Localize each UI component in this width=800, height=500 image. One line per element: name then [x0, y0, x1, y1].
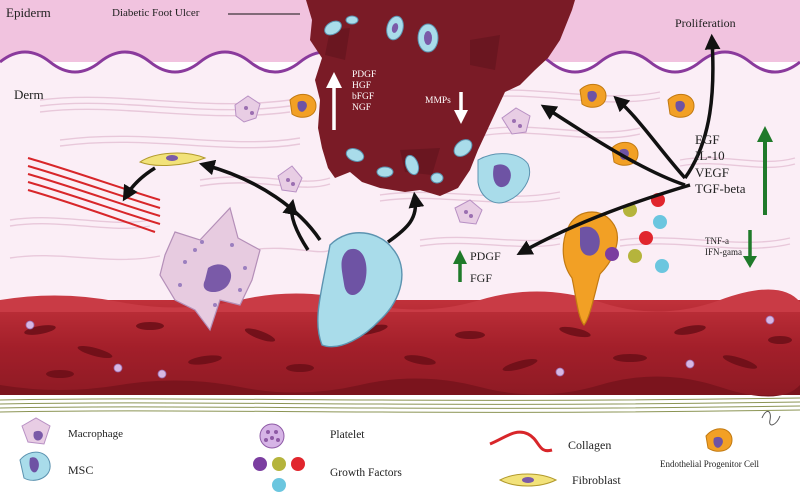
- factor-vegf: VEGF: [695, 164, 729, 180]
- fibroblast-cell: [138, 152, 207, 166]
- factor-pdgf: PDGF: [352, 70, 377, 80]
- epiderm-label: Epiderm: [6, 5, 51, 20]
- factor-hgf: HGF: [352, 80, 372, 91]
- wound-arrows: [326, 72, 468, 130]
- mmps-label: MMPs: [425, 96, 451, 106]
- wound-msc-nuclei: [391, 23, 432, 45]
- factor-egf: EGF: [695, 132, 720, 147]
- legend-collagen: Collagen: [568, 438, 612, 452]
- legend-growth-factors: Growth Factors: [330, 467, 402, 479]
- mid-factor-fgf: FGF: [470, 271, 493, 285]
- factor-bfgf: bFGF: [352, 91, 375, 102]
- migration-arrows: [122, 33, 721, 256]
- main-msc-cell: [317, 232, 403, 348]
- artist-signature: [761, 411, 781, 426]
- secreted-factors-down: TNF-a IFN-gama: [705, 236, 742, 259]
- large-epc-cell: [562, 211, 618, 326]
- large-macrophage: [159, 206, 261, 332]
- collagen-strands: [27, 157, 161, 233]
- legend-macrophage: Macrophage: [68, 428, 123, 440]
- factor-tgfbeta: TGF-beta: [695, 180, 746, 196]
- ulcer-label: Diabetic Foot Ulcer: [112, 7, 200, 19]
- secreted-factors-up: EGF IL-10 VEGF TGF-beta: [695, 132, 746, 197]
- legend-icons: [19, 417, 733, 492]
- dermal-fibers: [9, 89, 796, 261]
- dermis-macrophages: [234, 95, 531, 225]
- wound-factors-up: PDGF HGF bFGF NGF: [352, 70, 376, 114]
- legend-epc: Endothelial Progenitor Cell: [660, 459, 759, 469]
- legend-msc: MSC: [68, 463, 94, 477]
- factor-tnfa: TNF-a: [705, 236, 729, 246]
- factor-ifngama: IFN-gama: [705, 247, 742, 258]
- legend-platelet: Platelet: [330, 429, 365, 441]
- factor-ngf: NGF: [352, 102, 372, 113]
- legend-fibroblast: Fibroblast: [572, 473, 621, 487]
- secondary-msc-cell: [477, 153, 530, 204]
- green-arrows: [453, 126, 773, 282]
- mid-factor-pdgf: PDGF: [470, 249, 501, 263]
- derm-label: Derm: [14, 87, 44, 102]
- proliferation-label: Proliferation: [675, 16, 736, 30]
- vessel-platelets: [25, 315, 775, 379]
- basal-fibers: [0, 397, 800, 413]
- factor-il10: IL-10: [695, 148, 725, 164]
- ulcer-wound: [306, 0, 575, 196]
